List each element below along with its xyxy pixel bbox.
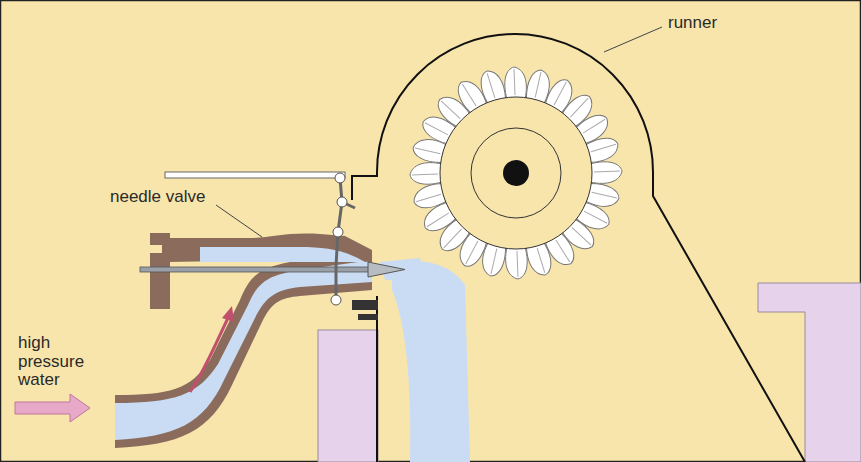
pivot (331, 295, 341, 305)
part-label: runner (668, 14, 748, 33)
leader-line (216, 205, 262, 237)
turbine-housing (352, 34, 805, 462)
foundation-block (758, 283, 861, 462)
water-in-nozzle (200, 247, 365, 262)
foundation-block (318, 330, 378, 462)
part-label: high pressure water (18, 334, 108, 390)
housing-seal (352, 300, 378, 310)
pivot (337, 197, 347, 207)
flow-arrow (222, 306, 234, 322)
pivot (333, 227, 343, 237)
flow-arrow (190, 318, 228, 392)
water-stream (392, 261, 470, 462)
turbine-housing (376, 296, 378, 462)
inflow-arrow (15, 394, 90, 422)
flange (150, 245, 162, 253)
lever-linkage (336, 178, 342, 300)
pivot (335, 173, 345, 183)
nozzle-body (168, 234, 372, 262)
housing-seal (358, 314, 378, 320)
control-rod (165, 172, 345, 178)
part-label: needle valve (110, 188, 220, 207)
needle-spear (368, 262, 405, 277)
flange (150, 290, 162, 298)
leader-line (604, 27, 662, 52)
runner-wheel (410, 67, 622, 279)
